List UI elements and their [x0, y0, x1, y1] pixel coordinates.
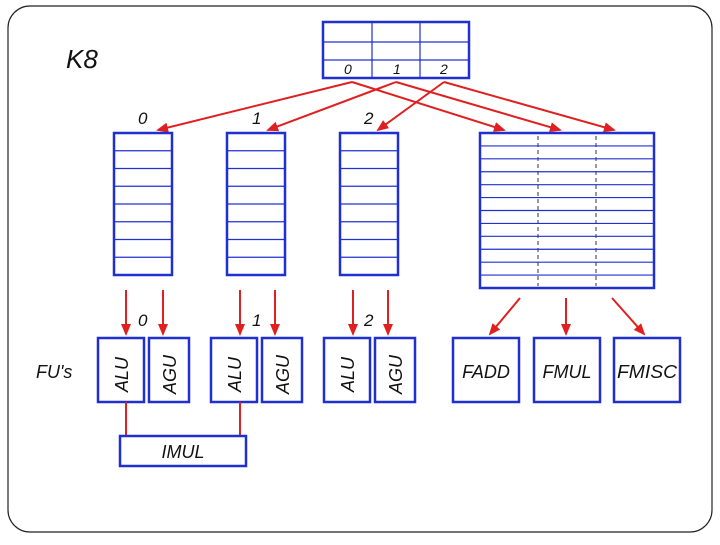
agu-0: AGU	[147, 336, 191, 404]
issue-arrows	[121, 290, 646, 336]
pipe-label-0: 0	[138, 311, 148, 330]
alu-1: ALU	[209, 336, 259, 404]
dispatch-index-0: 0	[344, 61, 352, 77]
agu-2-label: AGU	[386, 354, 406, 395]
imul-unit: IMUL	[118, 434, 248, 468]
dispatch-buffer: 0 1 2	[321, 20, 471, 80]
slide-title: K8	[66, 44, 98, 74]
dispatch-arrows	[156, 81, 616, 133]
imul-label: IMUL	[161, 442, 204, 462]
imul-links	[125, 402, 241, 436]
fmul-label: FMUL	[543, 362, 592, 382]
alu-2: ALU	[322, 336, 372, 404]
queue-label-2: 2	[363, 109, 374, 128]
fp-scheduler-rows	[480, 145, 654, 276]
agu-1: AGU	[260, 336, 304, 404]
agu-1-label: AGU	[273, 354, 293, 395]
fadd-label: FADD	[462, 362, 510, 382]
queue-label-1: 1	[252, 109, 261, 128]
pipe-label-1: 1	[252, 311, 261, 330]
alu-2-label: ALU	[338, 356, 358, 393]
dispatch-index-2: 2	[439, 61, 448, 77]
agu-0-label: AGU	[160, 354, 180, 395]
alu-0-label: ALU	[112, 356, 132, 393]
fmul-unit: FMUL	[532, 336, 602, 404]
fmisc-unit: FMISC	[612, 336, 682, 404]
alu-1-label: ALU	[225, 356, 245, 393]
fadd-unit: FADD	[451, 336, 521, 404]
fmisc-label: FMISC	[617, 362, 678, 382]
int-queue-rows	[114, 150, 398, 258]
queue-label-0: 0	[138, 109, 148, 128]
dispatch-index-1: 1	[393, 61, 401, 77]
alu-0: ALU	[96, 336, 146, 404]
pipe-label-2: 2	[363, 311, 374, 330]
fu-row-label: FU's	[36, 362, 72, 382]
agu-2: AGU	[373, 336, 417, 404]
